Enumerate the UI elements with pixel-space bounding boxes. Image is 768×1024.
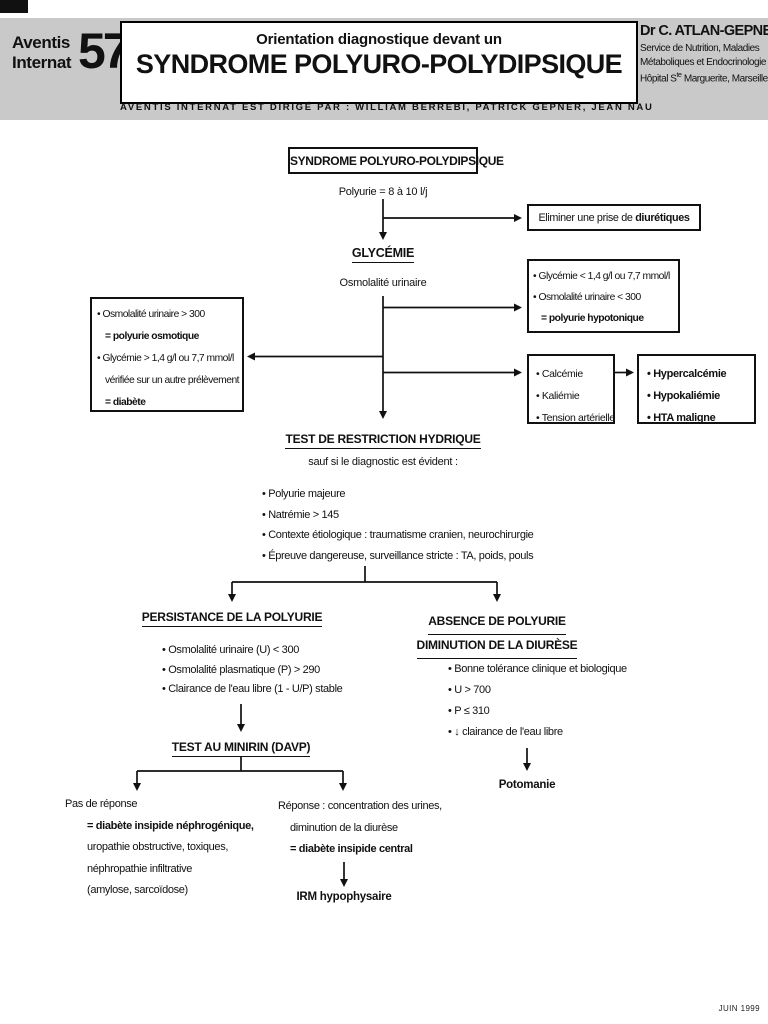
footer-date: JUIN 1999 bbox=[718, 1004, 760, 1013]
restriction-subtitle: sauf si le diagnostic est évident : bbox=[308, 456, 458, 468]
corner-mark bbox=[0, 0, 28, 13]
restriction-bullet-2: • Natrémie > 145 bbox=[262, 508, 339, 521]
response-block: Réponse : concentration des urines, dimi… bbox=[278, 796, 442, 861]
no-response-result: = diabète insipide néphrogénique, bbox=[87, 819, 254, 832]
diabete-continuation: vérifiée sur un autre prélèvement bbox=[105, 375, 240, 386]
node-syndrome-box: SYNDROME POLYURO-POLYDIPSIQUE bbox=[288, 147, 504, 174]
restriction-bullet-4: • Épreuve dangereuse, surveillance stric… bbox=[262, 549, 534, 562]
persistance-bullets: • Osmolalité urinaire (U) < 300 • Osmola… bbox=[162, 641, 343, 700]
restriction-bullet-3: • Contexte étiologique : traumatisme cra… bbox=[262, 529, 534, 541]
hypo-result: = polyurie hypotonique bbox=[541, 313, 644, 324]
author-hospital: Hôpital Ste Marguerite, Marseille bbox=[640, 69, 768, 86]
restriction-bullet-1: • Polyurie majeure bbox=[262, 488, 346, 500]
node-causes-box: • Hypercalcémie • Hypokaliémie • HTA mal… bbox=[637, 354, 756, 424]
absence-bullet-4: • ↓ clairance de l'eau libre bbox=[448, 726, 563, 738]
calcemie-item-1: • Calcémie bbox=[536, 368, 583, 380]
no-response-line5: (amylose, sarcoïdose) bbox=[87, 884, 188, 896]
heading-minirin: TEST AU MINIRIN (DAVP) bbox=[141, 740, 341, 757]
heading-absence-line2: DIMINUTION DE LA DIURÈSE bbox=[416, 635, 578, 659]
author-name: Dr C. ATLAN-GEPNER bbox=[640, 23, 768, 39]
causes-item-3: • HTA maligne bbox=[647, 412, 716, 424]
node-diabete-box: • Osmolalité urinaire > 300 = polyurie o… bbox=[90, 297, 244, 412]
page-title: SYNDROME POLYURO-POLYDIPSIQUE bbox=[135, 49, 623, 79]
title-box: Orientation diagnostique devant un SYNDR… bbox=[120, 21, 638, 104]
brand: Aventis Internat bbox=[12, 33, 72, 73]
calcemie-item-3: • Tension artérielle bbox=[536, 412, 615, 424]
heading-minirin-text: TEST AU MINIRIN (DAVP) bbox=[171, 740, 310, 757]
heading-restriction: TEST DE RESTRICTION HYDRIQUE bbox=[233, 432, 533, 449]
label-osmolalite: Osmolalité urinaire bbox=[339, 277, 427, 289]
persistance-bullet-3: • Clairance de l'eau libre (1 - U/P) sta… bbox=[162, 683, 343, 695]
editors-line: AVENTIS INTERNAT EST DIRIGÉ PAR : WILLIA… bbox=[120, 102, 654, 113]
absence-bullet-2: • U > 700 bbox=[448, 684, 491, 696]
node-potomanie: Potomanie bbox=[498, 779, 556, 791]
absence-bullets: • Bonne tolérance clinique et biologique… bbox=[448, 659, 627, 743]
heading-persistance-text: PERSISTANCE DE LA POLYURIE bbox=[141, 610, 322, 627]
hospital-text-a: Hôpital S bbox=[640, 73, 677, 85]
diabete-bullet-1: • Osmolalité urinaire > 300 bbox=[97, 309, 205, 320]
no-response-line1: Pas de réponse bbox=[65, 798, 138, 810]
author-service-2: Métaboliques et Endocrinologie bbox=[640, 56, 767, 68]
author-block: Dr C. ATLAN-GEPNER Service de Nutrition,… bbox=[640, 23, 768, 86]
node-polyurie-hypotonique-box: • Glycémie < 1,4 g/l ou 7,7 mmol/l • Osm… bbox=[527, 259, 680, 333]
label-polyurie: Polyurie = 8 à 10 l/j bbox=[338, 186, 428, 198]
heading-glycemie-text: GLYCÉMIE bbox=[351, 246, 414, 263]
diabete-result-1: = polyurie osmotique bbox=[105, 331, 199, 342]
diabete-bullet-2: • Glycémie > 1,4 g/l ou 7,7 mmol/l bbox=[97, 353, 234, 364]
hypo-bullet-1: • Glycémie < 1,4 g/l ou 7,7 mmol/l bbox=[533, 271, 670, 282]
hypo-bullet-2: • Osmolalité urinaire < 300 bbox=[533, 292, 641, 303]
node-irm: IRM hypophysaire bbox=[296, 891, 392, 903]
absence-bullet-3: • P ≤ 310 bbox=[448, 705, 490, 717]
absence-bullet-1: • Bonne tolérance clinique et biologique bbox=[448, 663, 627, 675]
response-result: = diabète insipide central bbox=[290, 843, 413, 855]
heading-restriction-text: TEST DE RESTRICTION HYDRIQUE bbox=[285, 432, 481, 449]
persistance-bullet-2: • Osmolalité plasmatique (P) > 290 bbox=[162, 663, 320, 676]
title-subtitle: Orientation diagnostique devant un bbox=[256, 31, 502, 48]
no-response-line3: uropathie obstructive, toxiques, bbox=[87, 841, 229, 853]
brand-line1: Aventis bbox=[12, 33, 70, 52]
author-service-1: Service de Nutrition, Maladies bbox=[640, 43, 760, 54]
hospital-sup: te bbox=[676, 72, 682, 79]
restriction-bullets: • Polyurie majeure • Natrémie > 145 • Co… bbox=[262, 484, 534, 566]
causes-item-1: • Hypercalcémie bbox=[647, 368, 727, 380]
hospital-text-b: Marguerite, Marseille bbox=[681, 73, 768, 85]
no-response-line4: néphropathie infiltrative bbox=[87, 862, 192, 875]
heading-glycemie: GLYCÉMIE bbox=[288, 246, 478, 263]
node-eliminer-box: Eliminer une prise de diurétiques bbox=[527, 204, 701, 231]
diabete-result-2: = diabète bbox=[105, 397, 146, 408]
heading-absence-line1: ABSENCE DE POLYURIE bbox=[428, 611, 566, 635]
eliminer-text: Eliminer une prise de bbox=[538, 212, 636, 224]
node-calcemie-box: • Calcémie • Kaliémie • Tension artériel… bbox=[527, 354, 615, 424]
eliminer-bold: diurétiques bbox=[635, 212, 690, 224]
brand-line2: Internat bbox=[12, 53, 72, 72]
causes-item-2: • Hypokaliémie bbox=[647, 390, 720, 402]
heading-absence: ABSENCE DE POLYURIE DIMINUTION DE LA DIU… bbox=[397, 611, 597, 659]
no-response-block: Pas de réponse = diabète insipide néphro… bbox=[65, 794, 254, 902]
response-line1: Réponse : concentration des urines, bbox=[278, 800, 442, 812]
persistance-bullet-1: • Osmolalité urinaire (U) < 300 bbox=[162, 644, 299, 656]
heading-persistance: PERSISTANCE DE LA POLYURIE bbox=[132, 610, 332, 627]
response-line2: diminution de la diurèse bbox=[290, 821, 398, 834]
calcemie-item-2: • Kaliémie bbox=[536, 390, 580, 402]
